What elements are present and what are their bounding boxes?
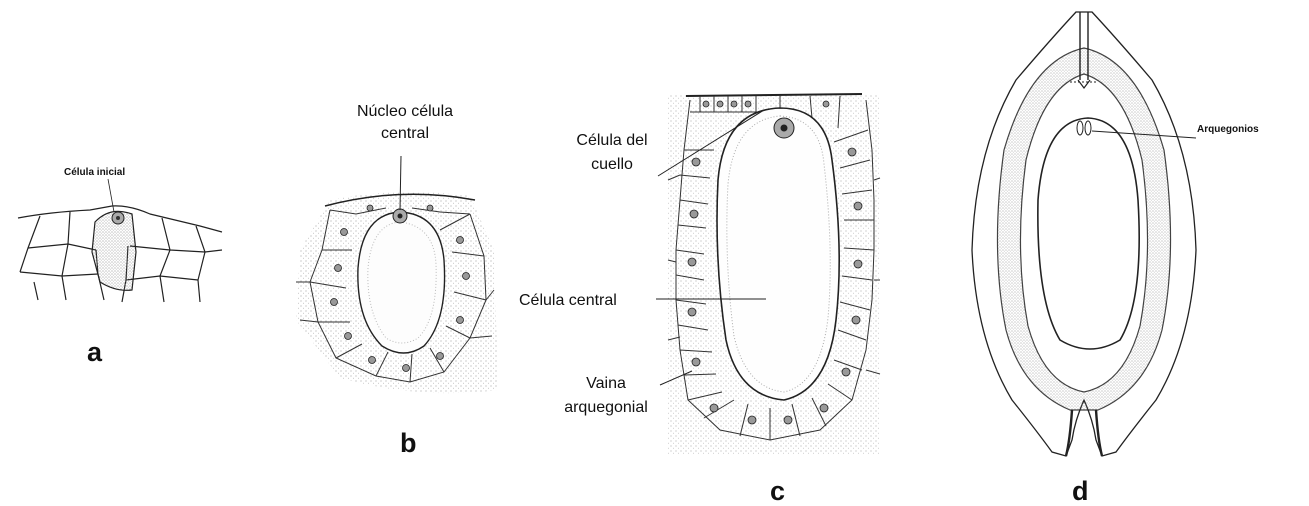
panel-c: Célula del cuello Célula central Vaina a… <box>519 94 880 506</box>
panel-c-sheath-label-line2: arquegonial <box>564 399 648 416</box>
panel-d-label: Arquegonios <box>1197 124 1259 135</box>
panel-a: Célula inicial a <box>18 167 222 367</box>
panel-c-central-label: Célula central <box>519 292 617 309</box>
panel-c-letter: c <box>770 476 785 506</box>
panel-b: Núcleo célula central b <box>296 103 498 458</box>
panel-b-central-cell <box>358 212 445 353</box>
panel-c-sheath-label-line1: Vaina <box>586 375 626 392</box>
panel-d-letter: d <box>1072 476 1089 506</box>
panel-c-neck-label-line2: cuello <box>591 156 633 173</box>
panel-b-label-line2: central <box>381 125 429 142</box>
panel-a-letter: a <box>87 337 103 367</box>
panel-b-letter: b <box>400 428 417 458</box>
panel-d-gametophyte <box>1038 118 1139 349</box>
panel-c-central-cell <box>717 108 839 400</box>
initial-cell <box>92 211 136 290</box>
panel-a-label: Célula inicial <box>64 167 125 178</box>
panel-c-neck-label-line1: Célula del <box>576 132 647 149</box>
panel-d: Arquegonios d <box>972 12 1259 506</box>
panel-b-label-line1: Núcleo célula <box>357 103 453 120</box>
